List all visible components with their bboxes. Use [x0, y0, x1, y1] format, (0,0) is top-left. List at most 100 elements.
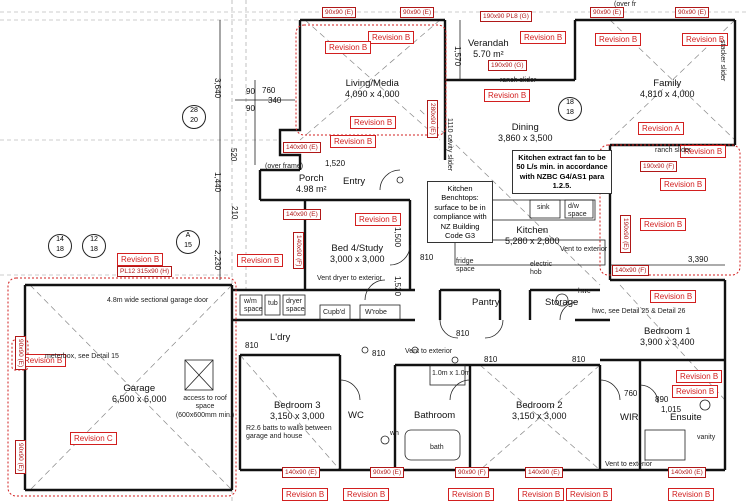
- room-bedroom3: Bedroom 3 3,150 x 3,000: [270, 400, 325, 422]
- room-name: Bedroom 3: [274, 400, 321, 411]
- revision-label[interactable]: Revision B: [350, 116, 397, 129]
- room-porch: Porch 4.98 m²: [296, 173, 327, 195]
- revision-label[interactable]: Revision B: [520, 31, 567, 44]
- revision-label[interactable]: Revision B: [660, 178, 707, 191]
- room-size: 4,810 x 4,000: [640, 89, 695, 100]
- room-size: 3,900 x 3,400: [640, 337, 695, 348]
- note-over-frame: (over frame): [265, 163, 304, 170]
- room-name: Bed 4/Study: [331, 243, 384, 254]
- label-sink: sink: [537, 204, 550, 211]
- callout-bottom: 18: [90, 246, 98, 253]
- lintel-tag[interactable]: 90x90 (E): [590, 7, 625, 18]
- label-vanity: vanity: [697, 434, 716, 441]
- dimension-text: 1,500: [392, 227, 402, 248]
- revision-label[interactable]: Revision A: [638, 122, 684, 135]
- lintel-tag[interactable]: 140x90 (F): [612, 265, 650, 276]
- note-over-frame-top: (over fr: [614, 1, 637, 8]
- lintel-tag[interactable]: 90x90 (F): [455, 467, 489, 478]
- lintel-tag[interactable]: 140x90 (E): [283, 209, 321, 220]
- dimension-text: 520: [228, 148, 238, 162]
- lintel-tag[interactable]: 140x90 (F): [293, 232, 304, 270]
- lintel-tag[interactable]: 190x90 PL8 (G): [480, 11, 532, 22]
- revision-label[interactable]: Revision B: [650, 290, 697, 303]
- lintel-tag[interactable]: 140x90 (E): [283, 142, 321, 153]
- revision-label[interactable]: Revision B: [680, 145, 727, 158]
- lintel-tag[interactable]: 90x90 (E): [15, 336, 26, 371]
- lintel-tag[interactable]: 280x90 (E): [427, 100, 438, 138]
- dimension-text: 760: [624, 389, 638, 398]
- lintel-tag[interactable]: 90x90 (E): [15, 440, 26, 475]
- dimension-text: 810: [245, 341, 259, 350]
- note-vent-exterior: Vent to exterior: [605, 461, 653, 468]
- lintel-tag[interactable]: 190x90 (G): [488, 60, 527, 71]
- room-area: 5.70 m²: [473, 49, 504, 60]
- revision-label[interactable]: Revision B: [640, 218, 687, 231]
- room-entry: Entry: [343, 176, 365, 187]
- note-vent-dryer: Vent dryer to exterior: [317, 275, 382, 282]
- room-name: Garage: [123, 383, 156, 394]
- section-callout[interactable]: 18 18: [558, 97, 582, 121]
- revision-label[interactable]: Revision B: [343, 488, 390, 501]
- room-name: Bedroom 1: [644, 326, 691, 337]
- lintel-tag[interactable]: 140x90 (E): [525, 467, 563, 478]
- revision-label[interactable]: Revision B: [325, 41, 372, 54]
- room-size: 3,150 x 3,000: [512, 411, 567, 422]
- revision-label[interactable]: Revision B: [20, 354, 67, 367]
- revision-label[interactable]: Revision B: [566, 488, 613, 501]
- revision-label[interactable]: Revision B: [682, 33, 729, 46]
- revision-label[interactable]: Revision B: [484, 89, 531, 102]
- note-ranch-slider: ranch slider: [500, 77, 537, 84]
- room-size: 6,500 x 6,000: [112, 394, 167, 405]
- room-laundry: L'dry: [270, 332, 290, 343]
- room-size: 3,000 x 3,000: [330, 254, 385, 265]
- section-marker-a[interactable]: A 15: [176, 230, 200, 254]
- revision-label[interactable]: Revision B: [282, 488, 329, 501]
- revision-label[interactable]: Revision B: [117, 253, 164, 266]
- note-roof-access: access to roof space (600x600mm min.): [175, 395, 235, 419]
- lintel-tag[interactable]: 140x90 (E): [668, 467, 706, 478]
- revision-label[interactable]: Revision B: [668, 488, 715, 501]
- lintel-tag[interactable]: 190x90 (F): [640, 161, 678, 172]
- section-callout[interactable]: 14 18: [48, 234, 72, 258]
- room-wc: WC: [348, 410, 364, 421]
- note-vent-exterior: Vent to exterior: [405, 348, 453, 355]
- note-garage-door: 4.8m wide sectional garage door: [107, 297, 209, 304]
- section-callout[interactable]: 28 20: [182, 105, 206, 129]
- dimension-text: 3,640: [212, 78, 222, 99]
- revision-label[interactable]: Revision B: [676, 370, 723, 383]
- lintel-tag[interactable]: 90x90 (E): [322, 7, 357, 18]
- lintel-tag[interactable]: 90x90 (E): [370, 467, 405, 478]
- revision-label[interactable]: Revision B: [330, 135, 377, 148]
- room-bathroom: Bathroom: [414, 410, 455, 421]
- dimension-text: 810: [420, 253, 434, 262]
- lintel-tag[interactable]: 140x90 (E): [282, 467, 320, 478]
- dimension-text: 2,230: [212, 250, 222, 271]
- room-pantry: Pantry: [472, 297, 499, 308]
- room-name: Porch: [298, 173, 324, 184]
- label-hob: electric hob: [530, 261, 553, 276]
- section-callout[interactable]: 12 18: [82, 234, 106, 258]
- lintel-tag[interactable]: 190x90 (E): [620, 215, 631, 253]
- note-vent-exterior: Vent to exterior: [560, 246, 608, 253]
- label-shower: 1.0m x 1.0m: [432, 370, 471, 377]
- label-cupboard: Cupb'd: [323, 309, 345, 316]
- room-name: Bedroom 2: [516, 400, 563, 411]
- dimension-text: 1,520: [392, 276, 402, 297]
- revision-label[interactable]: Revision B: [368, 31, 415, 44]
- room-size: 5,280 x 2,800: [505, 236, 560, 247]
- note-hwc: hwc, see Detail 25 & Detail 26: [592, 308, 686, 315]
- revision-label[interactable]: Revision B: [672, 385, 719, 398]
- room-size: 3,860 x 3,500: [498, 133, 553, 144]
- dimension-text: 90: [246, 87, 255, 96]
- revision-label[interactable]: Revision B: [518, 488, 565, 501]
- revision-label[interactable]: Revision B: [595, 33, 642, 46]
- callout-top: 28: [190, 107, 198, 114]
- revision-label[interactable]: Revision C: [70, 432, 117, 445]
- revision-label[interactable]: Revision B: [355, 213, 402, 226]
- revision-label[interactable]: Revision B: [448, 488, 495, 501]
- lintel-tag[interactable]: 90x90 (E): [400, 7, 435, 18]
- revision-label[interactable]: Revision B: [237, 254, 284, 267]
- lintel-tag[interactable]: PL12 315x90 (H): [117, 266, 173, 277]
- lintel-tag[interactable]: 90x90 (E): [675, 7, 710, 18]
- room-wir: WIR: [620, 412, 638, 423]
